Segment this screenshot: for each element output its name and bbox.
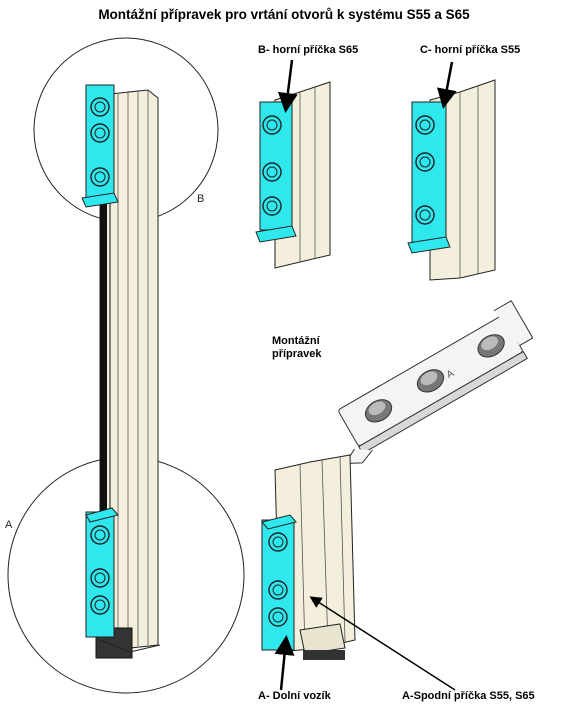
label-jig-line1: Montážní	[272, 335, 320, 347]
jig-part: A	[338, 300, 534, 465]
label-a-lower-carriage: A- Dolní vozík	[258, 690, 331, 702]
page-title: Montážní přípravek pro vrtání otvorů k s…	[98, 7, 470, 22]
arrow-a-carriage	[274, 635, 295, 691]
arrow-c	[436, 61, 457, 109]
detail-b-s65	[255, 59, 331, 269]
label-b-top-s65: B- horní příčka S65	[258, 44, 359, 56]
circle-b-label: B	[197, 193, 205, 205]
arrow-b	[277, 59, 298, 113]
detail-c-s55	[407, 61, 496, 281]
label-jig-line2: přípravek	[272, 348, 322, 360]
left-profile-assembly	[81, 84, 161, 659]
jig-marking: A	[445, 368, 457, 381]
dark-channel	[100, 200, 107, 515]
circle-a-label: A	[5, 519, 13, 531]
label-c-top-s55: C- horní příčka S55	[420, 44, 521, 56]
arrow-a-rail	[309, 596, 456, 691]
label-a-bottom-rail: A-Spodní příčka S55, S65	[402, 690, 535, 702]
detail-a-bottom	[261, 454, 456, 691]
